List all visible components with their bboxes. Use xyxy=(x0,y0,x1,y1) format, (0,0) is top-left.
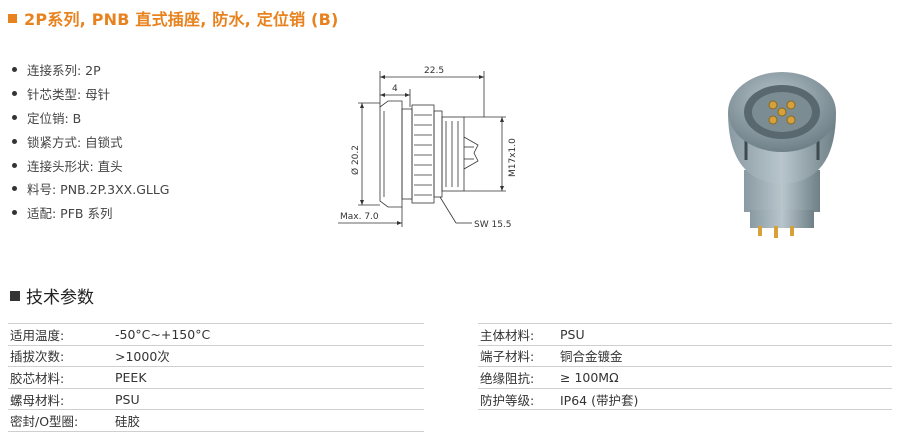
feature-item: 定位销: B xyxy=(10,106,170,130)
feature-item: 适配: PFB 系列 xyxy=(10,201,170,225)
feature-list: 连接系列: 2P 针芯类型: 母针 定位销: B 锁紧方式: 自锁式 连接头形状… xyxy=(10,58,170,225)
spec-key: 绝缘阻抗: xyxy=(480,370,535,386)
spec-value: IP64 (带护套) xyxy=(560,392,639,408)
dim-max-label: Max. 7.0 xyxy=(340,212,379,222)
spec-value: PEEK xyxy=(115,369,147,385)
specs-title: 技术参数 xyxy=(26,288,94,308)
dim-thread-label: M17x1.0 xyxy=(508,138,518,177)
dim-total-label: 22.5 xyxy=(424,66,444,76)
feature-item: 连接头形状: 直头 xyxy=(10,153,170,177)
bullet-icon xyxy=(12,91,17,97)
specs-table-right: 主体材料: PSU 端子材料: 铜合金镀金 绝缘阻抗: ≥ 100MΩ 防护等级: IP… xyxy=(478,323,892,411)
spec-key: 插拔次数: xyxy=(10,349,65,365)
product-photo xyxy=(728,72,836,238)
feature-label: 连接头形状: 直头 xyxy=(27,158,123,174)
dim-sw-label: SW 15.5 xyxy=(474,220,512,230)
bullet-icon xyxy=(12,186,17,192)
feature-item: 连接系列: 2P xyxy=(10,58,170,82)
bullet-icon xyxy=(12,162,17,168)
spec-key: 端子材料: xyxy=(480,349,535,365)
spec-row: 密封/O型圈: 硅胶 xyxy=(8,410,424,432)
spec-row: 防护等级: IP64 (带护套) xyxy=(478,389,892,411)
page-header: 2P系列, PNB 直式插座, 防水, 定位销 (B) xyxy=(8,6,338,30)
specs-header: 技术参数 xyxy=(10,283,94,308)
dim-front-label: 4 xyxy=(392,84,398,94)
spec-row: 插拔次数: >1000次 xyxy=(8,346,424,368)
dim-diameter-label: Ø 20.2 xyxy=(350,145,361,175)
spec-row: 适用温度: -50°C~+150°C xyxy=(8,323,424,346)
spec-key: 防护等级: xyxy=(480,392,535,408)
spec-key: 主体材料: xyxy=(480,327,535,343)
spec-row: 绝缘阻抗: ≥ 100MΩ xyxy=(478,367,892,389)
feature-label: 适配: PFB 系列 xyxy=(27,206,113,222)
spec-value: ≥ 100MΩ xyxy=(560,369,619,385)
feature-label: 料号: PNB.2P.3XX.GLLG xyxy=(27,182,170,198)
spec-key: 适用温度: xyxy=(10,327,65,343)
feature-item: 针芯类型: 母针 xyxy=(10,82,170,106)
feature-label: 连接系列: 2P xyxy=(27,63,101,79)
feature-item: 料号: PNB.2P.3XX.GLLG xyxy=(10,177,170,201)
spec-row: 端子材料: 铜合金镀金 xyxy=(478,346,892,368)
spec-key: 密封/O型圈: xyxy=(10,414,79,430)
spec-key: 胶芯材料: xyxy=(10,370,65,386)
feature-label: 针芯类型: 母针 xyxy=(27,87,111,103)
spec-value: >1000次 xyxy=(115,349,170,365)
bullet-icon xyxy=(12,67,17,73)
spec-row: 螺母材料: PSU xyxy=(8,389,424,411)
spec-value: 铜合金镀金 xyxy=(560,349,623,365)
title-marker xyxy=(8,13,17,23)
spec-row: 胶芯材料: PEEK xyxy=(8,367,424,389)
bullet-icon xyxy=(12,138,17,144)
specs-marker xyxy=(10,290,20,301)
spec-value: 硅胶 xyxy=(115,414,141,430)
spec-value: -50°C~+150°C xyxy=(115,326,211,342)
feature-label: 锁紧方式: 自锁式 xyxy=(27,134,123,150)
feature-label: 定位销: B xyxy=(27,110,82,126)
spec-row: 主体材料: PSU xyxy=(478,323,892,346)
feature-item: 锁紧方式: 自锁式 xyxy=(10,129,170,153)
technical-drawing: 22.5 4 Ø 20.2 M17x1.0 Max. 7.0 SW 15.5 xyxy=(338,66,518,230)
spec-value: PSU xyxy=(560,326,585,342)
specs-table-left: 适用温度:-50°C~+150°C 插拔次数:>1000次 胶芯材料:PEEK … xyxy=(8,323,424,432)
bullet-icon xyxy=(12,210,17,216)
spec-key: 螺母材料: xyxy=(10,392,65,408)
page-title: 2P系列, PNB 直式插座, 防水, 定位销 (B) xyxy=(24,10,339,29)
bullet-icon xyxy=(12,114,17,120)
spec-value: PSU xyxy=(115,391,140,407)
